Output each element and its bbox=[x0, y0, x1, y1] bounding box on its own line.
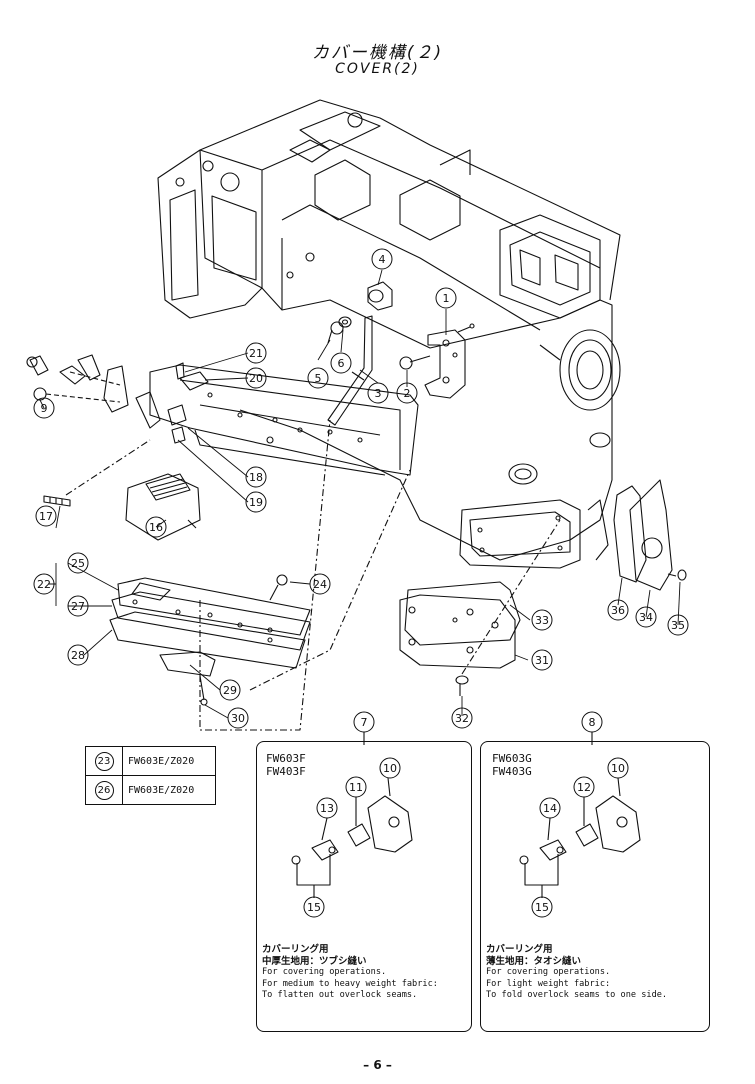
page-number: – 6 – bbox=[363, 1058, 392, 1072]
callout-16: 16 bbox=[149, 521, 163, 534]
variant-box-left bbox=[256, 741, 472, 1032]
callout-4: 4 bbox=[379, 253, 386, 266]
callout-circles bbox=[33, 248, 689, 918]
callout-29: 29 bbox=[223, 684, 237, 697]
right-covers bbox=[399, 479, 687, 696]
callout-2: 2 bbox=[404, 387, 411, 400]
callout-18: 18 bbox=[249, 471, 263, 484]
callout-12: 12 bbox=[577, 781, 591, 794]
callout-10-left: 10 bbox=[383, 762, 397, 775]
callout-11: 11 bbox=[349, 781, 363, 794]
callout-17: 17 bbox=[39, 510, 53, 523]
callout-30: 30 bbox=[231, 712, 245, 725]
callout-34: 34 bbox=[639, 611, 653, 624]
callout-27: 27 bbox=[71, 600, 85, 613]
box-right-drawing bbox=[519, 732, 641, 898]
callout-5: 5 bbox=[315, 372, 322, 385]
front-rail bbox=[149, 364, 419, 476]
callout-14: 14 bbox=[543, 802, 557, 815]
callout-numbers: 1 2 3 4 5 6 7 8 9 10 11 12 13 14 15 16 1… bbox=[37, 253, 685, 914]
callout-15-left: 15 bbox=[307, 901, 321, 914]
legend-part-number: 26 bbox=[94, 780, 114, 800]
leader-lines bbox=[39, 269, 681, 719]
callout-33: 33 bbox=[535, 614, 549, 627]
callout-15-right: 15 bbox=[535, 901, 549, 914]
callout-24: 24 bbox=[313, 578, 327, 591]
legend-part-code: FW603E/Z020 bbox=[122, 775, 216, 805]
callout-7: 7 bbox=[361, 716, 368, 729]
part-code-legend: 23 FW603E/Z020 26 FW603E/Z020 bbox=[85, 746, 216, 805]
variant-box-right bbox=[480, 741, 710, 1032]
callout-32: 32 bbox=[455, 712, 469, 725]
machine-frame bbox=[157, 99, 621, 569]
callout-35: 35 bbox=[671, 619, 685, 632]
left-parts bbox=[26, 354, 209, 541]
callout-20: 20 bbox=[249, 372, 263, 385]
callout-10-right: 10 bbox=[611, 762, 625, 775]
variant-right-models: FW603G FW403G bbox=[492, 752, 532, 778]
legend-part-number: 23 bbox=[94, 751, 114, 771]
callout-13: 13 bbox=[320, 802, 334, 815]
legend-part-code: FW603E/Z020 bbox=[122, 746, 216, 776]
callout-25: 25 bbox=[71, 557, 85, 570]
variant-left-models: FW603F FW403F bbox=[266, 752, 306, 778]
callout-28: 28 bbox=[71, 649, 85, 662]
callout-31: 31 bbox=[535, 654, 549, 667]
title-english: COVER(2) bbox=[335, 61, 420, 77]
callout-8: 8 bbox=[589, 716, 596, 729]
model-name: FW403F bbox=[266, 765, 306, 778]
legend-row: 23 FW603E/Z020 bbox=[85, 746, 216, 776]
callout-21: 21 bbox=[249, 347, 263, 360]
callout-6: 6 bbox=[338, 357, 345, 370]
model-name: FW603G bbox=[492, 752, 532, 765]
callout-19: 19 bbox=[249, 496, 263, 509]
legend-row: 26 FW603E/Z020 bbox=[85, 775, 216, 805]
model-name: FW403G bbox=[492, 765, 532, 778]
callout-9: 9 bbox=[41, 402, 48, 415]
bracket-assembly bbox=[327, 281, 475, 426]
callout-22: 22 bbox=[37, 578, 51, 591]
box-left-drawing bbox=[291, 732, 413, 898]
model-name: FW603F bbox=[266, 752, 306, 765]
callout-36: 36 bbox=[611, 604, 625, 617]
title-japanese: カバー機構(２) bbox=[311, 43, 444, 63]
callout-1: 1 bbox=[443, 292, 450, 305]
callout-3: 3 bbox=[375, 387, 382, 400]
